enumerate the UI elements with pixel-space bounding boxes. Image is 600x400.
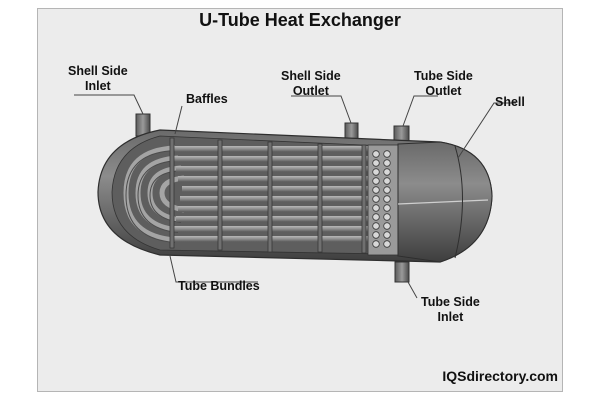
brand-watermark: IQSdirectory.com xyxy=(442,368,558,384)
tube-side-inlet-nozzle xyxy=(394,261,410,283)
label-tube-bundles: Tube Bundles xyxy=(178,279,260,293)
baffles xyxy=(169,137,367,254)
tube-sheet xyxy=(367,144,399,256)
label-shell: Shell xyxy=(495,95,525,109)
cutaway-interior xyxy=(111,135,386,255)
label-shell-side-outlet: Shell Side Outlet xyxy=(281,69,341,98)
leader-lines xyxy=(74,94,516,299)
pass-partition-line xyxy=(397,199,489,205)
tube-bundle xyxy=(172,146,382,242)
diagram-title: U-Tube Heat Exchanger xyxy=(199,10,401,30)
label-baffles: Baffles xyxy=(186,92,228,106)
label-tube-side-inlet: Tube Side Inlet xyxy=(421,295,480,324)
label-shell-side-inlet: Shell Side Inlet xyxy=(68,64,128,93)
label-tube-side-outlet: Tube Side Outlet xyxy=(414,69,473,98)
